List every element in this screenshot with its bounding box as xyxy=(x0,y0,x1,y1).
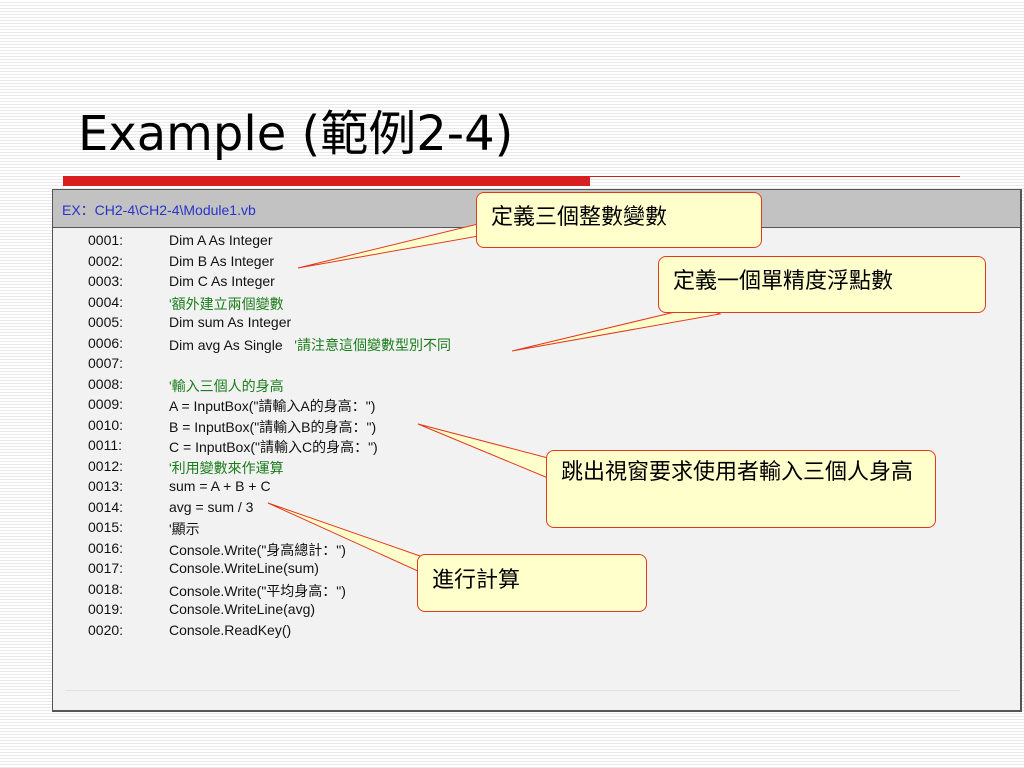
code-text: Console.WriteLine(avg) xyxy=(169,601,315,617)
line-number: 0014: xyxy=(88,498,124,515)
code-line: 0005: Dim sum As Integer xyxy=(0,314,900,334)
code-line: 0003: Dim C As Integer xyxy=(0,273,900,293)
file-path-label: EX：CH2-4\CH2-4\Module1.vb xyxy=(62,202,256,218)
code-comment: '利用變數來作運算 xyxy=(169,459,284,476)
code-text: sum = A + B + C xyxy=(169,478,271,494)
code-text: Dim avg As Single '請注意這個變數型別不同 xyxy=(169,335,451,355)
code-line: 0019: Console.WriteLine(avg) xyxy=(0,601,900,621)
code-text: B = InputBox("請輸入B的身高：") xyxy=(169,417,376,437)
code-line: 0020: Console.ReadKey() xyxy=(0,622,900,642)
title-rule-accent xyxy=(63,176,590,186)
code-text: Console.WriteLine(sum) xyxy=(169,560,319,576)
line-number: 0002: xyxy=(88,252,124,269)
code-line: 0007: xyxy=(0,355,900,375)
code-line: 0017: Console.WriteLine(sum) xyxy=(0,560,900,580)
code-statement: A = InputBox("請輸入A的身高：") xyxy=(169,398,376,414)
line-number: 0007: xyxy=(88,355,124,371)
line-number: 0019: xyxy=(88,601,124,617)
code-statement: Dim A As Integer xyxy=(169,232,273,248)
code-text: Dim A As Integer xyxy=(169,232,273,248)
code-statement: Dim B As Integer xyxy=(169,252,275,269)
callout-define-single-text: 定義一個單精度浮點數 xyxy=(673,269,894,294)
code-line: 0009: A = InputBox("請輸入A的身高：") xyxy=(0,396,900,416)
code-text: Dim C As Integer xyxy=(169,273,275,289)
line-number: 0006: xyxy=(88,334,124,351)
code-text: '顯示 xyxy=(169,519,200,539)
code-text: '輸入三個人的身高 xyxy=(169,376,284,396)
code-line: 0001: Dim A As Integer xyxy=(0,232,900,252)
code-statement: Console.WriteLine(avg) xyxy=(169,601,316,617)
code-line: 0015: '顯示 xyxy=(0,519,900,539)
line-number: 0012: xyxy=(88,457,124,474)
line-number: 0004: xyxy=(88,293,124,310)
callout-compute: 進行計算 xyxy=(417,554,647,612)
code-statement: Dim C As Integer xyxy=(169,273,275,289)
code-line: 0013: sum = A + B + C xyxy=(0,478,900,498)
code-statement: Console.Write("平均身高：") xyxy=(169,582,346,599)
code-line: 0006: Dim avg As Single '請注意這個變數型別不同 xyxy=(0,335,900,355)
code-comment: '額外建立兩個變數 xyxy=(169,295,284,312)
code-line: 0018: Console.Write("平均身高：") xyxy=(0,581,900,601)
line-number: 0013: xyxy=(88,478,124,494)
code-line: 0011: C = InputBox("請輸入C的身高：") xyxy=(0,437,900,457)
code-text: '額外建立兩個變數 xyxy=(169,294,284,314)
slide-title: Example (範例2-4) xyxy=(78,106,514,162)
code-statement: B = InputBox("請輸入B的身高：") xyxy=(169,418,377,435)
callout-define-ints-text: 定義三個整數變數 xyxy=(491,205,668,230)
line-number: 0020: xyxy=(88,621,124,638)
code-text: Dim sum As Integer xyxy=(169,314,291,330)
callout-define-ints: 定義三個整數變數 xyxy=(476,192,762,248)
title-rule-line xyxy=(590,176,960,177)
code-line: 0016: Console.Write("身高總計：") xyxy=(0,540,900,560)
line-number: 0003: xyxy=(88,273,124,289)
code-text: avg = sum / 3 xyxy=(169,499,253,515)
code-statement: Dim sum As Integer xyxy=(169,314,292,330)
line-number: 0018: xyxy=(88,580,124,597)
callout-input-heights: 跳出視窗要求使用者輸入三個人身高 xyxy=(546,450,936,528)
code-statement: Console.ReadKey() xyxy=(169,621,292,638)
pointer-input-heights xyxy=(417,423,549,479)
callout-input-heights-text: 跳出視窗要求使用者輸入三個人身高 xyxy=(561,460,914,485)
line-number: 0015: xyxy=(88,519,124,535)
code-line: 0002: Dim B As Integer xyxy=(0,253,900,273)
code-comment: '請注意這個變數型別不同 xyxy=(294,336,451,353)
callout-define-single: 定義一個單精度浮點數 xyxy=(658,256,986,313)
code-statement: avg = sum / 3 xyxy=(169,498,254,515)
code-comment: '輸入三個人的身高 xyxy=(169,377,284,394)
code-statement: Console.Write("身高總計：") xyxy=(169,541,346,558)
panel-bottom-divider xyxy=(65,690,960,691)
line-number: 0001: xyxy=(88,232,124,248)
code-line: 0008: '輸入三個人的身高 xyxy=(0,376,900,396)
line-number: 0005: xyxy=(88,314,124,330)
code-text: Dim B As Integer xyxy=(169,253,274,269)
code-line: 0010: B = InputBox("請輸入B的身高：") xyxy=(0,417,900,437)
pointer-compute xyxy=(267,502,421,573)
code-statement: Console.WriteLine(sum) xyxy=(169,560,319,576)
line-number: 0010: xyxy=(88,416,124,433)
line-number: 0017: xyxy=(88,560,124,576)
code-line: 0014: avg = sum / 3 xyxy=(0,499,900,519)
code-text: '利用變數來作運算 xyxy=(169,458,284,478)
code-statement: Dim avg As Single xyxy=(169,336,295,353)
line-number: 0008: xyxy=(88,375,124,392)
code-text: Console.Write("平均身高：") xyxy=(169,581,346,601)
code-statement: '顯示 xyxy=(169,521,200,537)
line-number: 0011: xyxy=(88,437,122,453)
code-statement: C = InputBox("請輸入C的身高：") xyxy=(169,439,378,455)
code-text: C = InputBox("請輸入C的身高：") xyxy=(169,437,378,457)
line-number: 0016: xyxy=(88,539,124,556)
code-line: 0004: '額外建立兩個變數 xyxy=(0,294,900,314)
callout-compute-text: 進行計算 xyxy=(432,568,521,593)
code-statement: sum = A + B + C xyxy=(169,478,271,494)
code-text: Console.ReadKey() xyxy=(169,622,291,638)
pointer-define-ints xyxy=(297,223,492,269)
code-text: A = InputBox("請輸入A的身高：") xyxy=(169,396,375,416)
line-number: 0009: xyxy=(88,396,124,412)
code-text: Console.Write("身高總計：") xyxy=(169,540,346,560)
code-line: 0012: '利用變數來作運算 xyxy=(0,458,900,478)
